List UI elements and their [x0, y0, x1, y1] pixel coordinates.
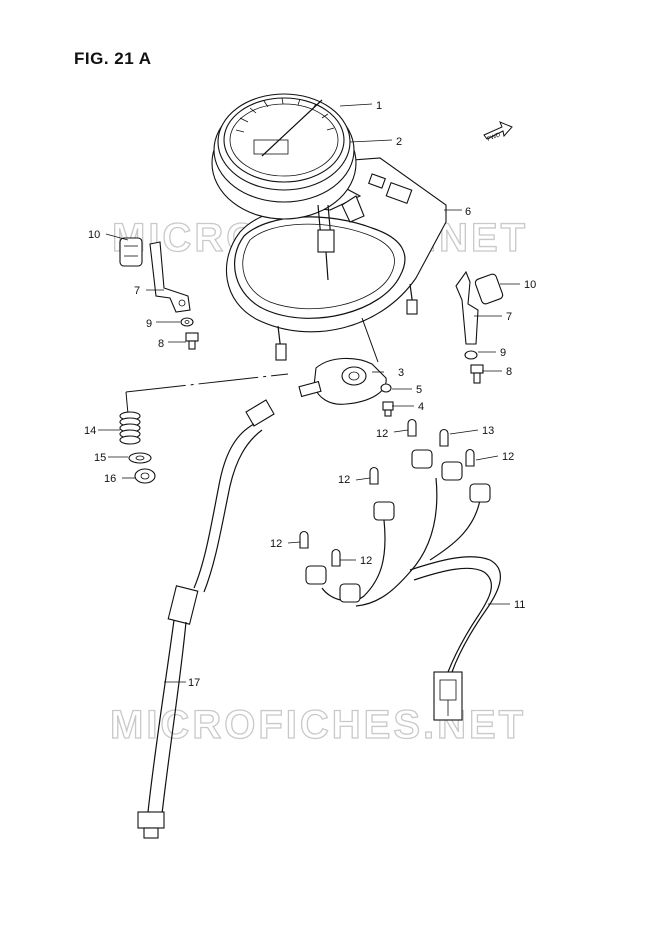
callout-10-left: 10 — [88, 229, 100, 241]
callout-16: 16 — [104, 473, 116, 485]
socket-d — [373, 501, 395, 521]
callout-3: 3 — [398, 367, 404, 379]
socket-f — [339, 583, 361, 603]
grommet-16 — [134, 468, 156, 484]
callout-8-left: 8 — [158, 338, 164, 350]
speedometer-assembly — [211, 93, 365, 281]
bolt-8-right — [470, 364, 484, 384]
wiring-harness — [321, 477, 501, 721]
callout-12-a: 12 — [376, 428, 388, 440]
washer-9-right — [464, 350, 478, 360]
screw-4 — [382, 401, 394, 417]
callout-9-left: 9 — [146, 318, 152, 330]
bulb-12-b — [465, 448, 475, 467]
washer-5 — [380, 383, 392, 393]
socket-a — [411, 449, 433, 469]
callout-6: 6 — [465, 206, 471, 218]
callout-12-c: 12 — [338, 474, 350, 486]
callout-7-left: 7 — [134, 285, 140, 297]
callout-12-d: 12 — [270, 538, 282, 550]
washer-9-left — [180, 317, 194, 327]
bulb-12-a — [407, 418, 417, 437]
callout-13: 13 — [482, 425, 494, 437]
callout-4: 4 — [418, 401, 424, 413]
rubber-cushion-right — [474, 273, 504, 305]
callout-12-e: 12 — [360, 555, 372, 567]
callout-14: 14 — [84, 425, 96, 437]
callout-5: 5 — [416, 384, 422, 396]
figure-title: FIG. 21 A — [74, 49, 152, 68]
bolt-8-left — [185, 332, 199, 350]
callout-17: 17 — [188, 677, 200, 689]
callout-12-b: 12 — [502, 451, 514, 463]
speedometer-cable — [137, 399, 275, 839]
bracket-left — [149, 241, 191, 313]
bulb-13 — [439, 428, 449, 447]
socket-c — [469, 483, 491, 503]
fwd-label: FWD — [487, 132, 503, 143]
bulb-12-e — [331, 548, 341, 567]
speedometer-gear-box — [298, 357, 387, 405]
callout-10-right: 10 — [524, 279, 536, 291]
bulb-12-d — [299, 530, 309, 549]
callout-7-right: 7 — [506, 311, 512, 323]
socket-b — [441, 461, 463, 481]
leader-lines — [98, 103, 520, 683]
callout-8-right: 8 — [506, 366, 512, 378]
callout-1: 1 — [376, 100, 382, 112]
rubber-cushion-left — [119, 237, 143, 267]
meter-housing-bracket — [226, 157, 447, 361]
bracket-right — [455, 270, 479, 345]
washer-15 — [128, 452, 152, 464]
callout-11: 11 — [514, 599, 525, 611]
spring-14 — [119, 411, 141, 445]
socket-e — [305, 565, 327, 585]
fwd-arrow-icon: FWD — [483, 121, 513, 143]
callout-2: 2 — [396, 136, 402, 148]
callout-9-right: 9 — [500, 347, 506, 359]
bulb-12-c — [369, 466, 379, 485]
watermark-bottom: MICROFICHES.NET — [110, 703, 526, 747]
callout-15: 15 — [94, 452, 106, 464]
